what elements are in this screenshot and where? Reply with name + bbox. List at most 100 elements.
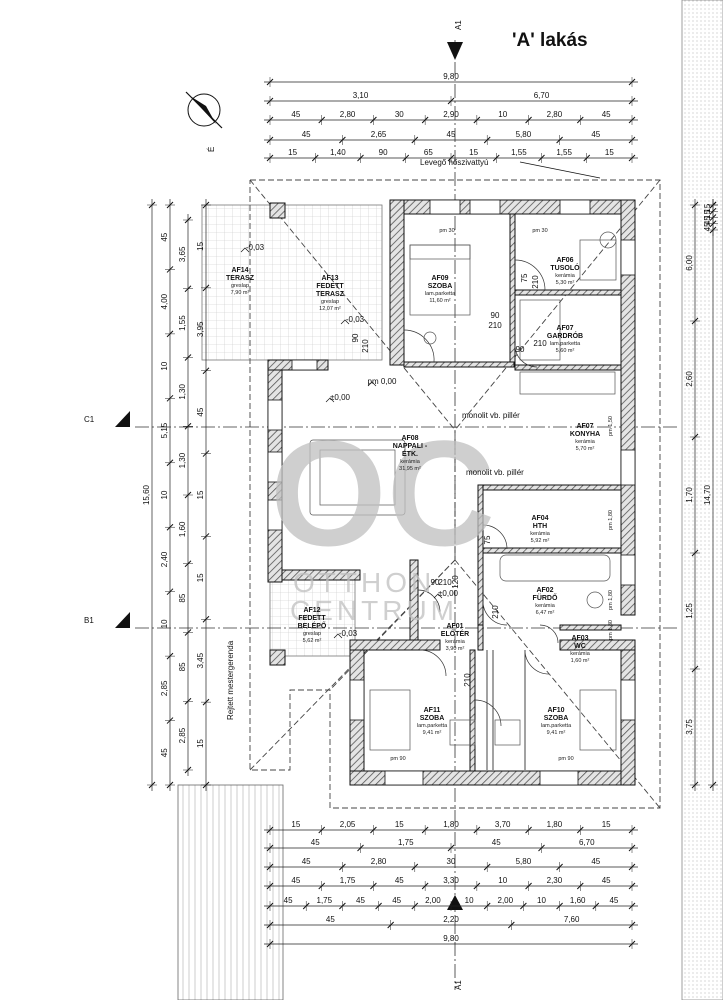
room-floor: kerámia [445, 639, 466, 645]
dimension-value: 3,70 [495, 820, 511, 829]
room-code: AF11 [424, 707, 441, 714]
opening-label: 210 [491, 605, 500, 619]
room-name: FEDETT [298, 615, 326, 622]
dimension-value: 85 [178, 662, 187, 671]
level-value: -0,03 [339, 629, 358, 638]
dimension-value: 45 [602, 110, 611, 119]
dimension-value: 15 [196, 490, 205, 499]
dimension-value: 1,75 [398, 838, 414, 847]
room-floor: lam.parketta [425, 291, 456, 297]
section-b-label: B1 [84, 616, 94, 625]
sill-height-label: pm 30 [439, 228, 454, 234]
room-area: 6,47 m² [536, 610, 555, 616]
dimension-value: 1,70 [685, 487, 694, 503]
note-air-curtain: Levegő hőszivattyú [420, 158, 489, 167]
opening-label: 210 [463, 673, 472, 687]
dimension-value: 90 [379, 148, 388, 157]
room-floor: lam.parketta [417, 723, 448, 729]
dimension-value: 15 [196, 573, 205, 582]
dimension-value: 30 [395, 110, 404, 119]
room-name: FÜRDŐ [533, 593, 558, 602]
room-name: TUSOLÓ [550, 263, 580, 272]
room-name: BELÉPŐ [298, 621, 327, 630]
room-name: WC [574, 643, 586, 650]
dimension-value: 15 [288, 148, 297, 157]
dimension-value: 2,40 [160, 551, 169, 567]
dimension-value: 10 [160, 619, 169, 628]
room-floor: kerámia [555, 273, 576, 279]
dimension-value: 45 [602, 876, 611, 885]
dimension-value: 5,80 [516, 130, 532, 139]
dimension-value: 45 [447, 130, 456, 139]
dimension-value: 45 [196, 407, 205, 416]
dimension-value: 6,70 [534, 91, 550, 100]
dimension-value: 2,80 [371, 857, 387, 866]
room-area: 11,60 m² [429, 298, 450, 304]
opening-label: 75 [520, 273, 529, 282]
sill-height-label: pm 30 [532, 228, 547, 234]
room-floor: kerámia [400, 459, 421, 465]
dimension-value: 10 [160, 490, 169, 499]
dimension-value: 45 [291, 110, 300, 119]
room-code: AF07 [556, 325, 573, 332]
room-area: 12,07 m² [319, 306, 341, 312]
dimension-value: 3,30 [443, 876, 459, 885]
room-area: 5,30 m² [556, 280, 575, 286]
apartment-title: 'A' lakás [512, 30, 588, 51]
room-code: AF01 [446, 623, 463, 630]
dimension-value: 15 [602, 820, 611, 829]
room-name: FEDETT [316, 283, 344, 290]
sill-height-label: pm 90 [390, 756, 405, 762]
opening-label: 90 [491, 311, 500, 320]
dimension-value: 2,65 [371, 130, 387, 139]
room-floor: lam.parketta [550, 341, 581, 347]
room-area: 7,90 m² [231, 290, 250, 296]
room-code: AF07 [576, 423, 593, 430]
opening-label: 90 [431, 578, 440, 587]
room-code: AF13 [321, 275, 338, 282]
room-floor: kerámia [530, 531, 551, 537]
room-code: AF04 [531, 515, 548, 522]
room-floor: kerámia [570, 651, 591, 657]
section-c-label: C1 [84, 415, 95, 424]
dimension-value: 1,55 [178, 315, 187, 331]
level-value: -0,03 [346, 315, 365, 324]
dimension-value: 1,75 [317, 896, 333, 905]
dimension-value: 3,95 [196, 321, 205, 337]
opening-label: 210 [488, 321, 502, 330]
dimension-value: 2,30 [547, 876, 563, 885]
room-floor: kerámia [535, 603, 556, 609]
room-area: 3,90 m² [446, 646, 465, 652]
note-pillar-2: monolit vb. pillér [466, 468, 524, 477]
room-code: AF06 [556, 257, 573, 264]
dimension-value: 1,80 [547, 820, 563, 829]
north-letter: É [207, 147, 216, 152]
dimension-chain: 9,80 [264, 934, 638, 949]
dimension-value: 45 [492, 838, 501, 847]
sill-height-label: pm 1,80 [608, 590, 614, 610]
dimension-value: 45 [326, 915, 335, 924]
room-name: ELŐTÉR [441, 629, 469, 638]
room-area: 9,41 m² [423, 730, 442, 736]
dimension-value: 45 [291, 876, 300, 885]
room-code: AF10 [547, 707, 564, 714]
dimension-value: 45 [311, 838, 320, 847]
dimension-value: 14,70 [703, 484, 712, 505]
dimension-value: 2,85 [178, 727, 187, 743]
dimension-value: 1,25 [685, 603, 694, 619]
dimension-chain: 6,002,601,701,253,75 [685, 199, 700, 791]
